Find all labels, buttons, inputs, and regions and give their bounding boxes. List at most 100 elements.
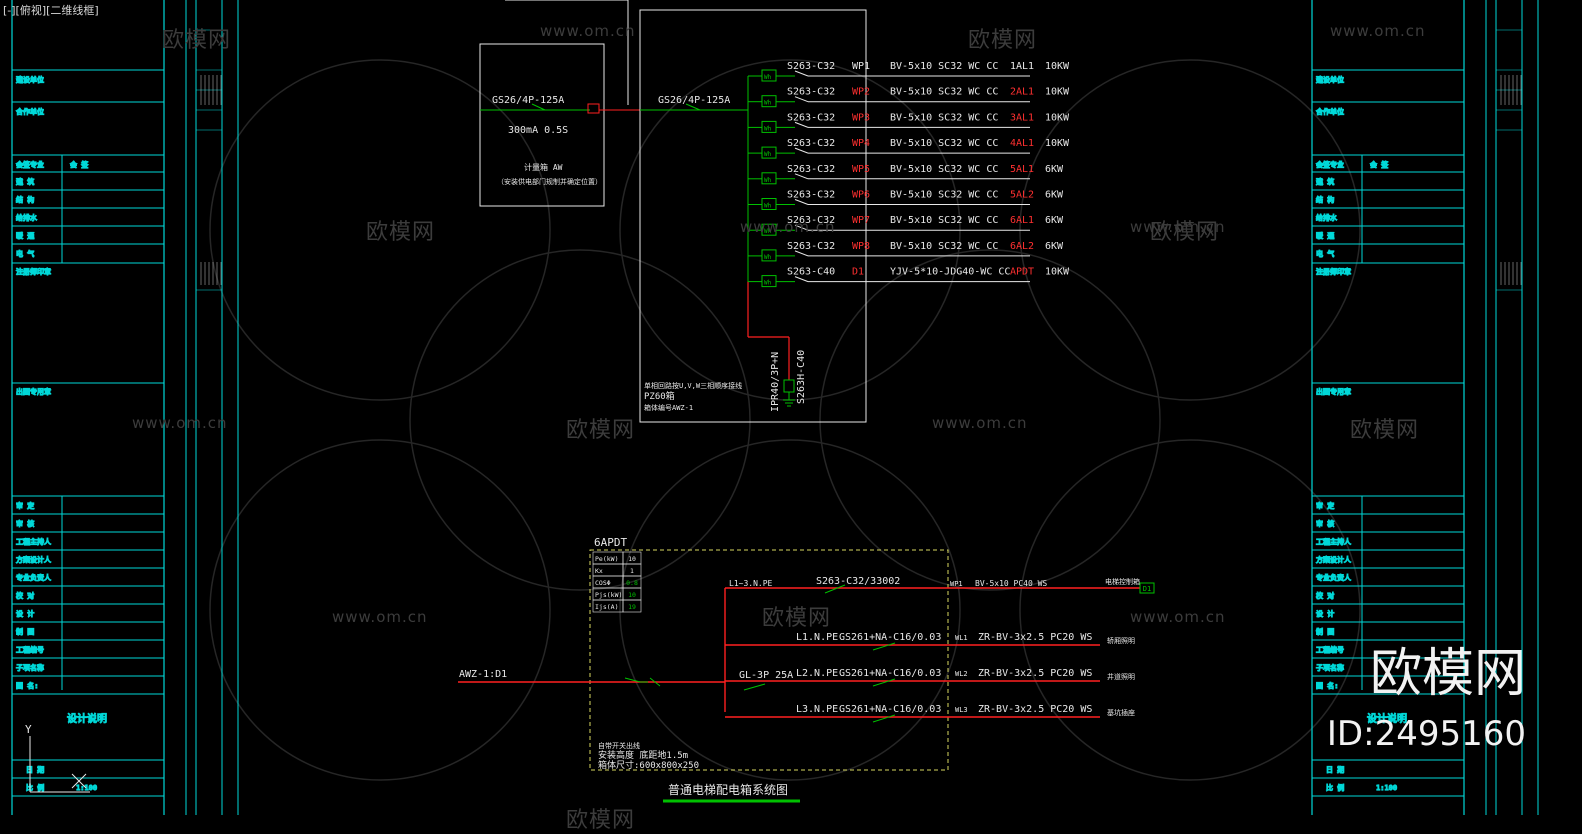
param-key: Ijs(A) [595, 603, 618, 611]
module-tag: Wh [764, 151, 772, 158]
panel-note: 箱体编号AWZ-1 [644, 403, 693, 412]
tb-cell: 审 定 [1316, 501, 1334, 510]
tb-cell: 专业负责人 [1316, 573, 1351, 582]
meter-sub-label: 300mA 0.5S [508, 125, 568, 136]
watermark-brand: 欧模网 [566, 808, 636, 833]
circuit-phase-label: L3.N.PE [796, 704, 838, 715]
tb-cell: 合作单位 [1316, 107, 1344, 116]
main-breaker-label: GS26/4P-125A [658, 95, 730, 106]
watermark-url: www.om.cn [932, 414, 1028, 432]
branch-circuit-label: WP4 [852, 138, 870, 149]
branch-cable-label: BV-5x10 SC32 WC CC [890, 138, 998, 149]
circuit-cable-label: ZR-BV-3x2.5 PC20 WS [978, 632, 1092, 643]
branch-circuit-label: WP2 [852, 87, 870, 98]
tb-cell: 工程主持人 [1316, 537, 1351, 546]
spd-label: IPR40/3P+N [770, 352, 781, 412]
tb-cell: 会签专业 [1316, 160, 1344, 169]
breaker-symbol [794, 224, 809, 231]
viewport-label[interactable]: [-][俯视][二维线框] [3, 4, 99, 17]
param-key: Kx [595, 567, 603, 575]
panel-apdt-box [589, 549, 949, 771]
tb-cell: 方案设计人 [16, 555, 51, 564]
main-breaker-symbol [743, 683, 766, 691]
panel-name: 6APDT [594, 536, 627, 549]
circuit-breaker-label: GS261+NA-C16/0.03 [839, 632, 941, 643]
tb-cell: 制 图 [16, 627, 34, 636]
breaker-symbol [794, 147, 809, 154]
watermark-brand: 欧模网 [1150, 220, 1220, 245]
tb-cell: 建设单位 [1316, 75, 1344, 84]
branch-cable-label: YJV-5*10-JDG40-WC CC [890, 267, 1010, 278]
circuit-breaker-symbol [872, 714, 896, 723]
feeder-load-label: 电梯控制箱 [1105, 577, 1140, 586]
tb-drawing-name: 设计说明 [1367, 712, 1407, 725]
svg-text:Y: Y [25, 723, 32, 736]
tb-cell: 比 例 [26, 783, 44, 792]
branch-circuit-label: WP6 [852, 190, 870, 201]
tb-cell: 建设单位 [16, 75, 44, 84]
meter-breaker-label: GS26/4P-125A [492, 95, 564, 106]
breaker-symbol [794, 276, 809, 283]
feeder-cable-label: BV-5x10 PC40 WS [975, 579, 1047, 588]
tb-cell: 子项名称 [1316, 663, 1344, 672]
branch-breaker-label: S263-C32 [787, 215, 835, 226]
surge-protector[interactable]: IPR40/3P+N S263H-C40 [770, 350, 807, 412]
watermark-brand: 欧模网 [162, 28, 232, 53]
branch-power-label: 6KW [1045, 241, 1064, 252]
tb-cell: 审 核 [16, 519, 34, 528]
branch-breaker-label: S263-C32 [787, 241, 835, 252]
breaker-symbol [794, 121, 809, 128]
branch-power-label: 6KW [1045, 215, 1064, 226]
tb-cell: 图 名: [1316, 681, 1338, 690]
spd-icon [783, 379, 795, 393]
watermark-url: www.om.cn [132, 414, 228, 432]
branch-power-label: 10KW [1045, 61, 1070, 72]
param-value: 10 [628, 555, 636, 563]
circuit-id-label: WL1 [955, 634, 968, 642]
tb-cell: 工程编号 [1316, 645, 1344, 654]
circuit-cable-label: ZR-BV-3x2.5 PC20 WS [978, 704, 1092, 715]
branch-cable-label: BV-5x10 SC32 WC CC [890, 215, 998, 226]
branch-power-label: 10KW [1045, 87, 1070, 98]
meter-breaker-symbol [531, 103, 546, 111]
brand-logo: 欧模网 [1369, 644, 1526, 704]
tb-cell: 校 对 [16, 591, 34, 600]
branch-cable-label: BV-5x10 SC32 WC CC [890, 164, 998, 175]
branch-circuit-label: WP1 [852, 61, 870, 72]
branch-cable-label: BV-5x10 SC32 WC CC [890, 241, 998, 252]
tb-cell: 会 签 [1370, 160, 1388, 169]
tb-cell: 校 对 [1316, 591, 1334, 600]
left-title-block: 建设单位合作单位会签专业会 签建 筑结 构给排水暖 通电 气注册师印章出图专用章… [11, 0, 239, 820]
spd-breaker-label: S263H-C40 [796, 350, 807, 404]
watermark-brand: 欧模网 [1350, 418, 1420, 443]
tb-cell: 结 构 [16, 195, 34, 204]
module-tag: Wh [764, 280, 772, 287]
watermark-url: www.om.cn [1130, 218, 1226, 236]
feeder-phase-label: L1~3.N.PE [729, 579, 773, 588]
module-tag: Wh [764, 254, 772, 261]
branch-cable-label: BV-5x10 SC32 WC CC [890, 61, 998, 72]
main-breaker-label: GL-3P 25A [739, 670, 793, 681]
branch-power-label: 10KW [1045, 267, 1070, 278]
tb-cell: 制 图 [1316, 627, 1334, 636]
watermark-url: www.om.cn [540, 22, 636, 40]
branch-load-label: 5AL2 [1010, 190, 1034, 201]
param-value: 0.8 [626, 579, 638, 587]
branch-circuit-label: WP7 [852, 215, 870, 226]
